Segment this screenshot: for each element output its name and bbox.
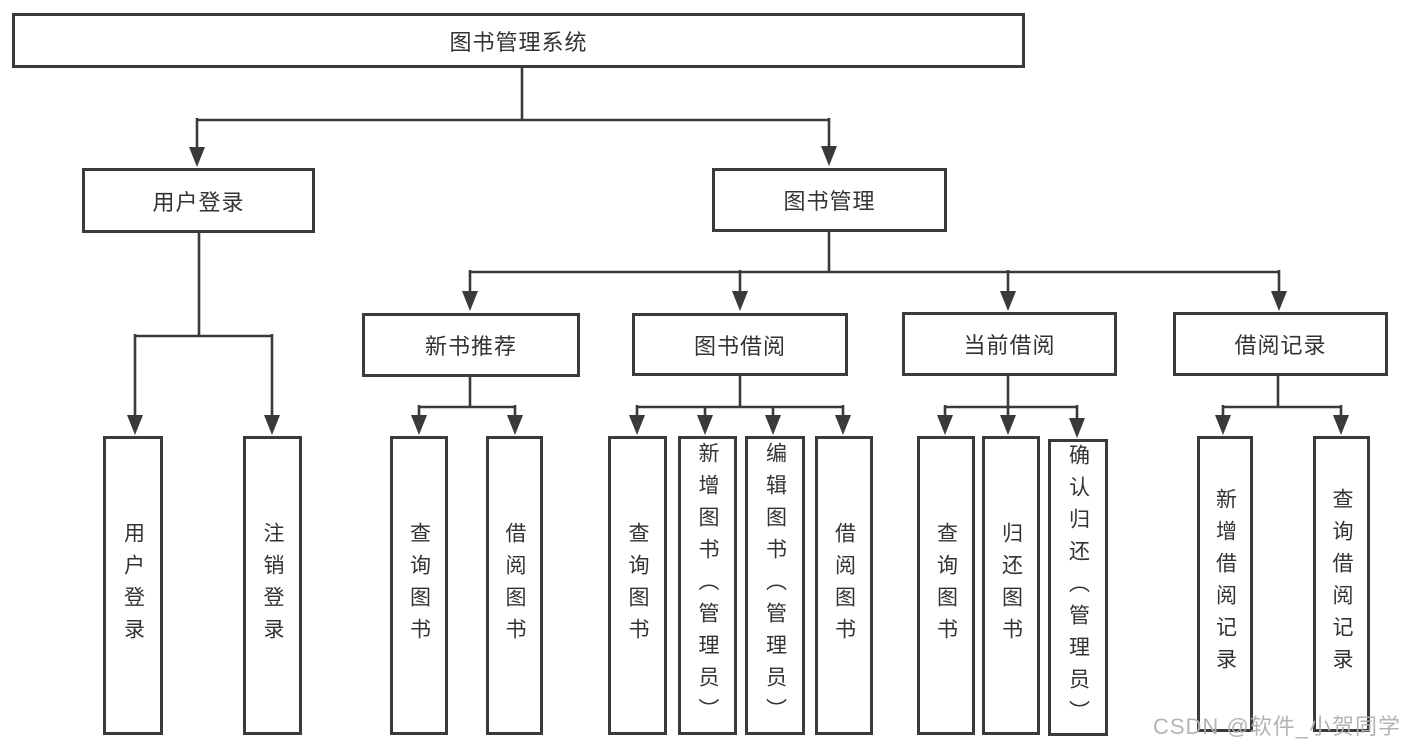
leaf-add-borrow-record-label: 新增借阅记录 (1213, 488, 1237, 680)
leaf-query-books-1-label: 查询图书 (407, 521, 431, 650)
leaf-confirm-return-admin-label: 确认归还（管理员） (1066, 443, 1090, 732)
node-borrow-records-label: 借阅记录 (1234, 333, 1327, 358)
leaf-add-borrow-record: 新增借阅记录 (1197, 436, 1253, 732)
leaf-user-login-label: 用户登录 (121, 521, 145, 650)
node-current-borrow-label: 当前借阅 (963, 333, 1056, 358)
leaf-confirm-return-admin: 确认归还（管理员） (1048, 439, 1108, 736)
tree-edges (133, 68, 1343, 423)
leaf-return-books-label: 归还图书 (999, 521, 1023, 650)
leaf-borrow-books-2-label: 借阅图书 (832, 521, 856, 650)
leaf-add-books-admin-label: 新增图书（管理员） (696, 441, 719, 730)
leaf-query-books-2-label: 查询图书 (626, 521, 649, 650)
node-root-system: 图书管理系统 (12, 13, 1025, 68)
node-root-label: 图书管理系统 (449, 29, 588, 55)
node-user-login-label: 用户登录 (152, 189, 245, 215)
node-user-login: 用户登录 (82, 168, 315, 233)
node-book-management-label: 图书管理 (783, 189, 876, 214)
leaf-logout-label: 注销登录 (261, 521, 284, 650)
node-borrow-records: 借阅记录 (1173, 312, 1388, 376)
leaf-query-books-2: 查询图书 (608, 436, 667, 735)
node-current-borrow: 当前借阅 (902, 312, 1117, 376)
leaf-borrow-books-1: 借阅图书 (486, 436, 543, 735)
edge-userlogin-to-leaves (133, 233, 274, 420)
csdn-watermark: CSDN @软件_小贺同学 (1152, 714, 1401, 739)
leaf-return-books: 归还图书 (982, 436, 1040, 735)
node-new-book-recommend: 新书推荐 (362, 313, 580, 377)
leaf-query-borrow-record-label: 查询借阅记录 (1330, 488, 1353, 680)
arrowheads (127, 146, 1349, 438)
edge-currentborrow-to-leaves (943, 376, 1079, 423)
leaf-query-books-3-label: 查询图书 (934, 521, 958, 650)
leaf-edit-books-admin-label: 编辑图书（管理员） (763, 441, 787, 730)
edge-records-to-leaves (1221, 376, 1343, 420)
leaf-query-books-1: 查询图书 (390, 436, 448, 735)
node-book-borrow-label: 图书借阅 (693, 333, 786, 359)
leaf-borrow-books-2: 借阅图书 (815, 436, 873, 735)
edge-bookborrow-to-leaves (635, 376, 845, 420)
node-book-management: 图书管理 (712, 168, 947, 232)
leaf-query-borrow-record: 查询借阅记录 (1313, 436, 1370, 732)
edge-bookmgmt-to-level3 (468, 232, 1281, 294)
leaf-add-books-admin: 新增图书（管理员） (678, 436, 737, 735)
leaf-logout: 注销登录 (243, 436, 302, 735)
leaf-borrow-books-1-label: 借阅图书 (503, 521, 526, 650)
node-new-book-recommend-label: 新书推荐 (424, 334, 517, 359)
edge-root-to-level2 (195, 68, 831, 150)
edge-newbook-to-leaves (417, 377, 517, 420)
leaf-query-books-3: 查询图书 (917, 436, 975, 735)
node-book-borrow: 图书借阅 (632, 313, 848, 376)
leaf-edit-books-admin: 编辑图书（管理员） (745, 436, 805, 735)
leaf-user-login: 用户登录 (103, 436, 163, 735)
